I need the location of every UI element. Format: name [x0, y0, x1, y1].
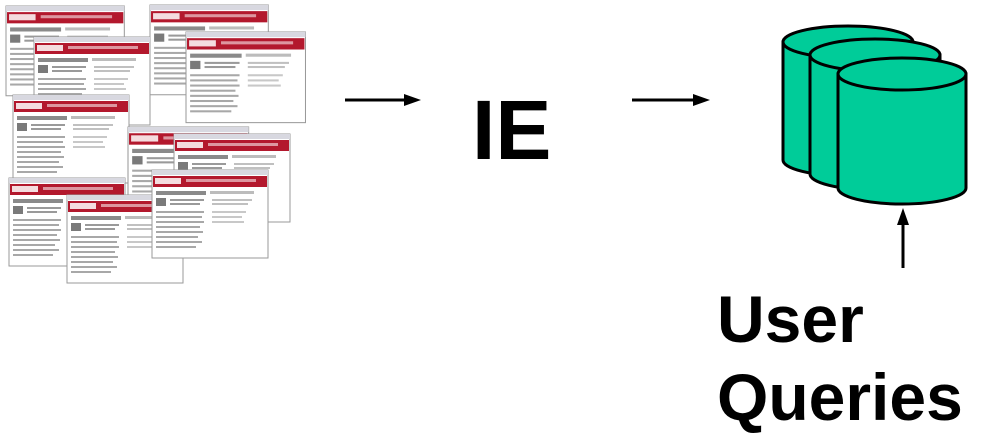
database-cylinder [836, 56, 968, 206]
web-pages-stack-icon [5, 4, 306, 284]
web-page-thumbnail [185, 31, 306, 124]
database-cylinders-icon [781, 24, 968, 206]
web-page-thumbnail [12, 94, 130, 184]
user-queries-label-line2: Queries [717, 360, 963, 434]
arrow-to-database-from-queries [897, 208, 909, 268]
web-page-thumbnail [151, 169, 269, 259]
arrow-to-database [632, 94, 710, 106]
ie-label: IE [472, 83, 552, 177]
arrow-to-ie [345, 94, 421, 106]
user-queries-label-line1: User [717, 282, 864, 356]
